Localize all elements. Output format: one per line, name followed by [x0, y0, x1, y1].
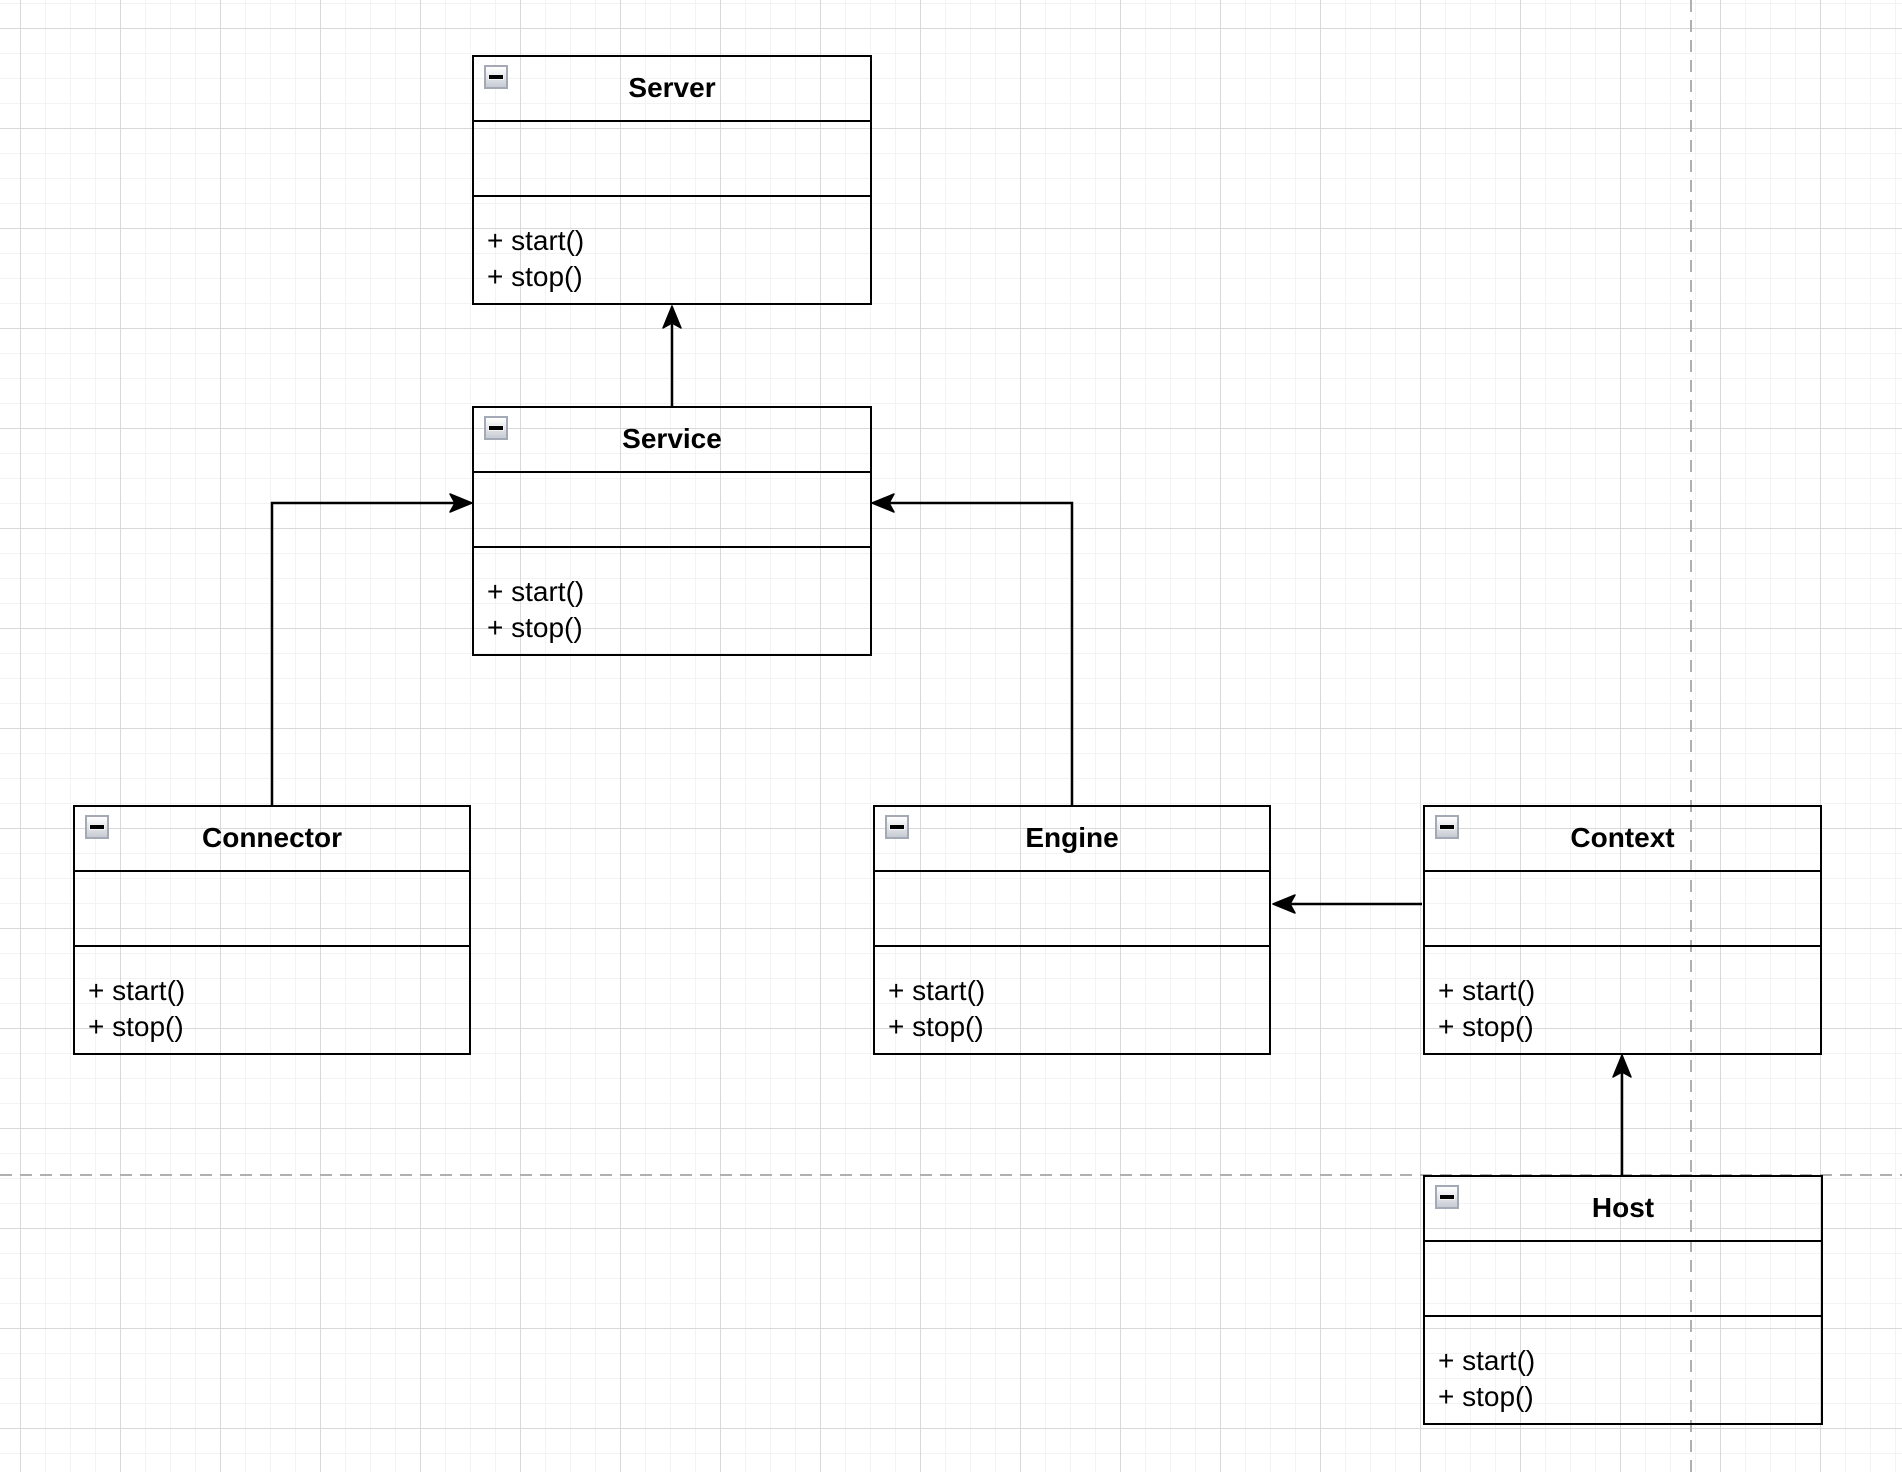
class-name: Host — [1591, 1192, 1655, 1224]
uml-class-connector[interactable]: Connector + start() + stop() — [73, 805, 471, 1055]
arrowhead-up-icon — [662, 305, 682, 329]
minus-glyph — [1440, 824, 1454, 830]
class-title-bar: Context — [1425, 807, 1820, 872]
method-label: + start() — [1438, 1344, 1536, 1376]
edge-host-to-context[interactable] — [1612, 1054, 1632, 1175]
method-label: + start() — [888, 974, 986, 1006]
arrowhead-left-icon — [871, 493, 895, 513]
class-title-bar: Connector — [75, 807, 469, 872]
edge-service-to-server[interactable] — [662, 305, 682, 406]
edge-connector-to-service[interactable] — [270, 493, 473, 805]
collapse-minus-icon[interactable] — [1435, 815, 1459, 839]
class-attributes-section[interactable] — [1425, 872, 1820, 947]
arrowhead-right-icon — [449, 493, 473, 513]
collapse-minus-icon[interactable] — [885, 815, 909, 839]
edge-context-to-engine[interactable] — [1272, 894, 1422, 914]
method-label: + start() — [487, 224, 585, 256]
class-methods-section[interactable]: + start() + stop() — [474, 197, 870, 295]
class-name: Context — [1570, 822, 1675, 854]
class-attributes-section[interactable] — [1425, 1242, 1821, 1317]
method-label: + start() — [487, 575, 585, 607]
class-methods-section[interactable]: + start() + stop() — [474, 548, 870, 646]
minus-glyph — [890, 824, 904, 830]
minus-glyph — [489, 74, 503, 80]
collapse-minus-icon[interactable] — [484, 65, 508, 89]
class-methods-section[interactable]: + start() + stop() — [75, 947, 469, 1045]
class-title-bar: Server — [474, 57, 870, 122]
class-methods-section[interactable]: + start() + stop() — [1425, 1317, 1821, 1415]
class-name: Server — [628, 72, 716, 104]
uml-class-host[interactable]: Host + start() + stop() — [1423, 1175, 1823, 1425]
minus-glyph — [1440, 1194, 1454, 1200]
class-methods-section[interactable]: + start() + stop() — [875, 947, 1269, 1045]
minus-glyph — [90, 824, 104, 830]
uml-class-service[interactable]: Service + start() + stop() — [472, 406, 872, 656]
class-name: Connector — [202, 822, 342, 854]
method-label: + stop() — [888, 1010, 984, 1042]
method-label: + stop() — [1438, 1010, 1534, 1042]
class-attributes-section[interactable] — [474, 473, 870, 548]
class-attributes-section[interactable] — [474, 122, 870, 197]
class-attributes-section[interactable] — [875, 872, 1269, 947]
method-label: + start() — [88, 974, 186, 1006]
uml-class-engine[interactable]: Engine + start() + stop() — [873, 805, 1271, 1055]
class-title-bar: Engine — [875, 807, 1269, 872]
class-attributes-section[interactable] — [75, 872, 469, 947]
uml-class-context[interactable]: Context + start() + stop() — [1423, 805, 1822, 1055]
class-methods-section[interactable]: + start() + stop() — [1425, 947, 1820, 1045]
collapse-minus-icon[interactable] — [85, 815, 109, 839]
method-label: + stop() — [487, 611, 583, 643]
collapse-minus-icon[interactable] — [484, 416, 508, 440]
method-label: + stop() — [88, 1010, 184, 1042]
arrowhead-up-icon — [1612, 1054, 1632, 1078]
arrowhead-left-icon — [1272, 894, 1296, 914]
minus-glyph — [489, 425, 503, 431]
edge-engine-to-service[interactable] — [871, 493, 1074, 805]
method-label: + stop() — [487, 260, 583, 292]
collapse-minus-icon[interactable] — [1435, 1185, 1459, 1209]
method-label: + stop() — [1438, 1380, 1534, 1412]
class-title-bar: Service — [474, 408, 870, 473]
class-name: Service — [622, 423, 722, 455]
uml-class-server[interactable]: Server + start() + stop() — [472, 55, 872, 305]
method-label: + start() — [1438, 974, 1536, 1006]
class-title-bar: Host — [1425, 1177, 1821, 1242]
class-name: Engine — [1025, 822, 1119, 854]
